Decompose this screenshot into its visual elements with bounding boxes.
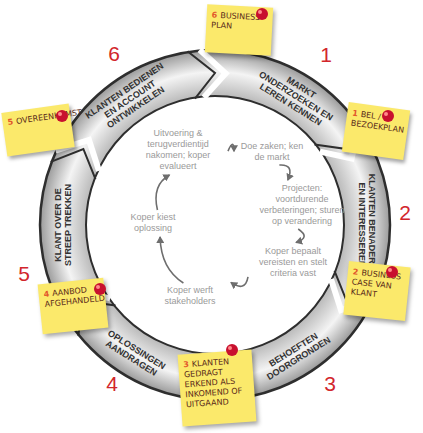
note-number: 5 [7, 117, 14, 127]
stage-label: Uitvoering & terugverdientijd nakomen; k… [146, 128, 211, 171]
stage-label: Doe zaken; ken de markt [241, 141, 304, 162]
stage-text: Projecten: voortdurende verbeteringen; s… [258, 183, 346, 227]
stage-text: Uitvoering & terugverdientijd nakomen; k… [130, 128, 226, 172]
callout-number: 6 [108, 42, 120, 66]
sticky-note: 1BEL / BEZOEKPLAN [342, 102, 410, 160]
note-text: BEL / BEZOEKPLAN [350, 110, 404, 135]
cycle-arrow [228, 144, 234, 151]
cycle-arrow [156, 175, 169, 210]
note-text: KLANTEN GEDRAGT ERKEND ALS INKOMEND OF U… [184, 357, 243, 409]
note-number: 2 [352, 267, 358, 277]
callout-number: 4 [106, 372, 118, 396]
note-number: 6 [212, 11, 218, 20]
stage-text: Koper bepaalt vereisten en stelt criteri… [250, 246, 336, 279]
callout-number: 1 [320, 43, 332, 67]
push-pin [382, 110, 394, 122]
stage-label: Projecten: voortdurende verbeteringen; s… [259, 183, 344, 226]
push-pin [56, 110, 68, 122]
push-pin [226, 344, 238, 356]
sticky-note: 3KLANTEN GEDRAGT ERKEND ALS INKOMEND OF … [178, 350, 257, 427]
cycle-arrow [160, 237, 183, 283]
stage-text: Koper kiest oplossing [122, 212, 184, 234]
chevron-gap [200, 50, 226, 98]
cycle-arrow [279, 165, 290, 180]
push-pin [256, 8, 268, 20]
push-pin [94, 283, 106, 295]
stage-text: Koper werft stakeholders [152, 285, 228, 307]
ring-outline [40, 50, 390, 400]
note-number: 3 [183, 360, 189, 369]
chevron-line [51, 149, 96, 179]
callout-number: 2 [399, 201, 411, 225]
segment-label: KLANT OVER DE STREEP TREKKEN [53, 184, 73, 266]
note-number: 1 [352, 109, 359, 119]
ring-chevrons [51, 50, 380, 401]
cycle-arrow [231, 277, 248, 287]
stage-label: Koper kiest oplossing [130, 212, 175, 233]
note-text: BUSINESS PLAN [211, 11, 260, 31]
sticky-note: 2BUSINESS CASE VAN KLANT [343, 261, 410, 321]
cycle-arrow [296, 229, 304, 243]
sticky-note: 4AANBOD AFGEHANDELD [38, 278, 109, 335]
stage-text: Doe zaken; ken de markt [237, 141, 307, 163]
push-pin [386, 266, 398, 278]
callout-number: 5 [18, 262, 30, 286]
callout-number: 3 [324, 372, 336, 396]
sticky-note: 6BUSINESS PLAN [205, 4, 273, 55]
sticky-note: 5OVEREENKOMST [1, 103, 74, 156]
note-text: AANBOD AFGEHANDELD [44, 285, 105, 308]
stage-label: Koper werft stakeholders [164, 285, 215, 306]
segment-label: KLANTEN BENADEREN EN INTERESSEREN [357, 174, 377, 277]
cycle-segment: KLANT OVER DE STREEP TREKKEN [53, 173, 73, 277]
stage-label: Koper bepaalt vereisten en stelt criteri… [259, 246, 327, 278]
chevron-line [187, 51, 215, 98]
ring-outline [86, 96, 344, 354]
note-number: 4 [43, 289, 49, 299]
